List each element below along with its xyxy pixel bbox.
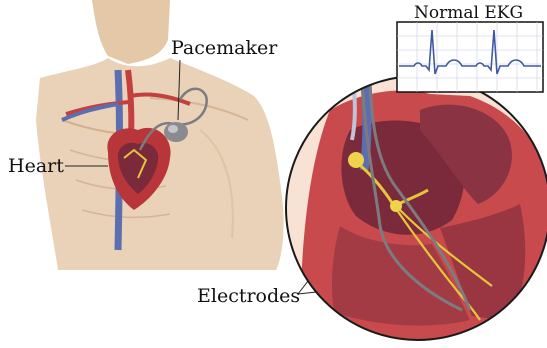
pacemaker-label: Pacemaker [171,37,277,59]
pacemaker-device-icon [164,122,188,142]
heart-closeup [286,76,547,340]
ekg-panel [397,22,543,92]
heart-label: Heart [8,155,64,177]
ekg-title: Normal EKG [414,3,523,23]
electrodes-label: Electrodes [197,285,300,307]
